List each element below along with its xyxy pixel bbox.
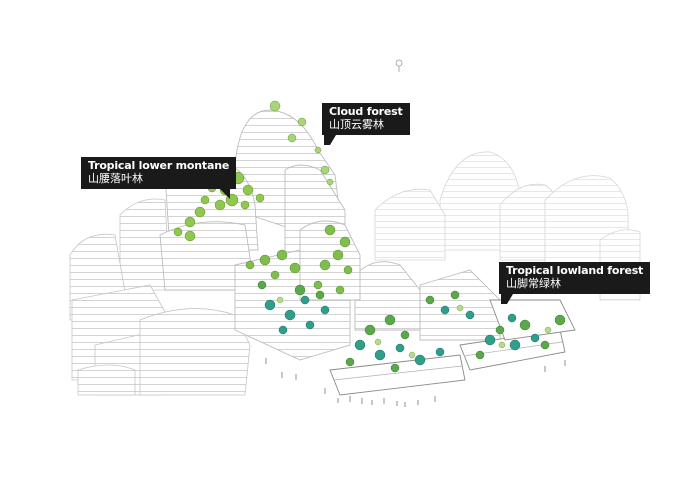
callout-cloud-forest-en: Cloud forest	[329, 105, 403, 118]
callout-lowland-forest-en: Tropical lowland forest	[506, 264, 644, 277]
callout-pointer	[220, 189, 231, 200]
background-buildings	[374, 151, 641, 301]
lowland-trees-light	[276, 296, 552, 359]
lowland-trees-green	[257, 280, 566, 373]
antenna-icon	[395, 59, 403, 72]
left-buildings	[69, 198, 251, 396]
callout-pointer	[501, 294, 513, 305]
callout-lowland-forest: Tropical lowland forest 山脚常绿林	[499, 262, 651, 305]
cloud-forest-trees	[269, 100, 334, 186]
callout-cloud-forest-zh: 山顶云雾林	[329, 117, 384, 131]
callout-lower-montane-zh: 山腰落叶林	[88, 171, 143, 185]
callout-lower-montane: Tropical lower montane 山腰落叶林	[81, 157, 237, 200]
lowland-trees-teal	[264, 295, 540, 366]
callout-pointer	[324, 135, 336, 146]
callout-lowland-forest-zh: 山脚常绿林	[506, 276, 561, 290]
callout-cloud-forest: Cloud forest 山顶云雾林	[322, 103, 410, 146]
callout-lower-montane-en: Tropical lower montane	[88, 159, 230, 172]
people-figures	[265, 358, 566, 407]
mid-slope-trees	[245, 224, 353, 295]
